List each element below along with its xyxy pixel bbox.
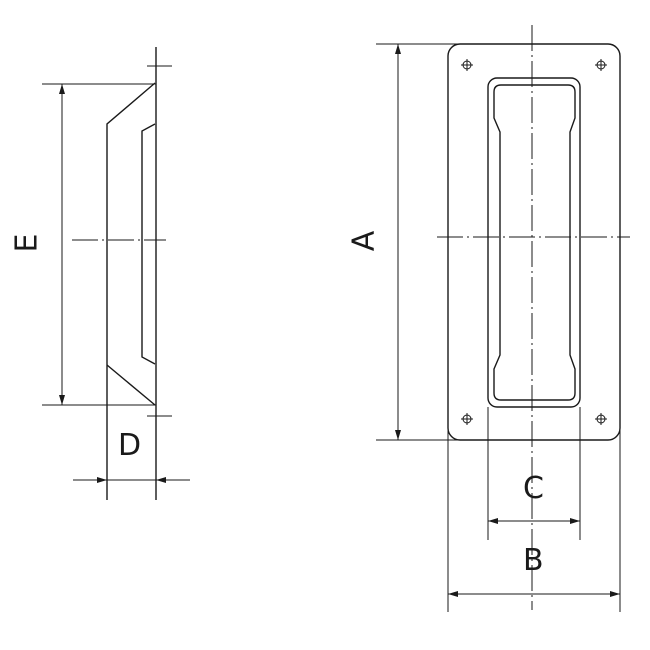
screw-hole-icon — [595, 413, 607, 425]
label-a: A — [346, 230, 382, 252]
screw-hole-icon — [461, 59, 473, 71]
label-d: D — [118, 428, 142, 463]
dimension-b — [447, 430, 621, 612]
dimension-a — [376, 43, 460, 441]
label-e: E — [9, 233, 45, 253]
side-view — [72, 47, 172, 500]
screw-hole-icon — [595, 59, 607, 71]
dimension-c — [487, 407, 581, 540]
dimension-e — [42, 83, 156, 406]
label-c: C — [523, 471, 544, 506]
screw-hole-icon — [461, 413, 473, 425]
label-b: B — [523, 543, 544, 578]
front-view — [437, 25, 630, 610]
